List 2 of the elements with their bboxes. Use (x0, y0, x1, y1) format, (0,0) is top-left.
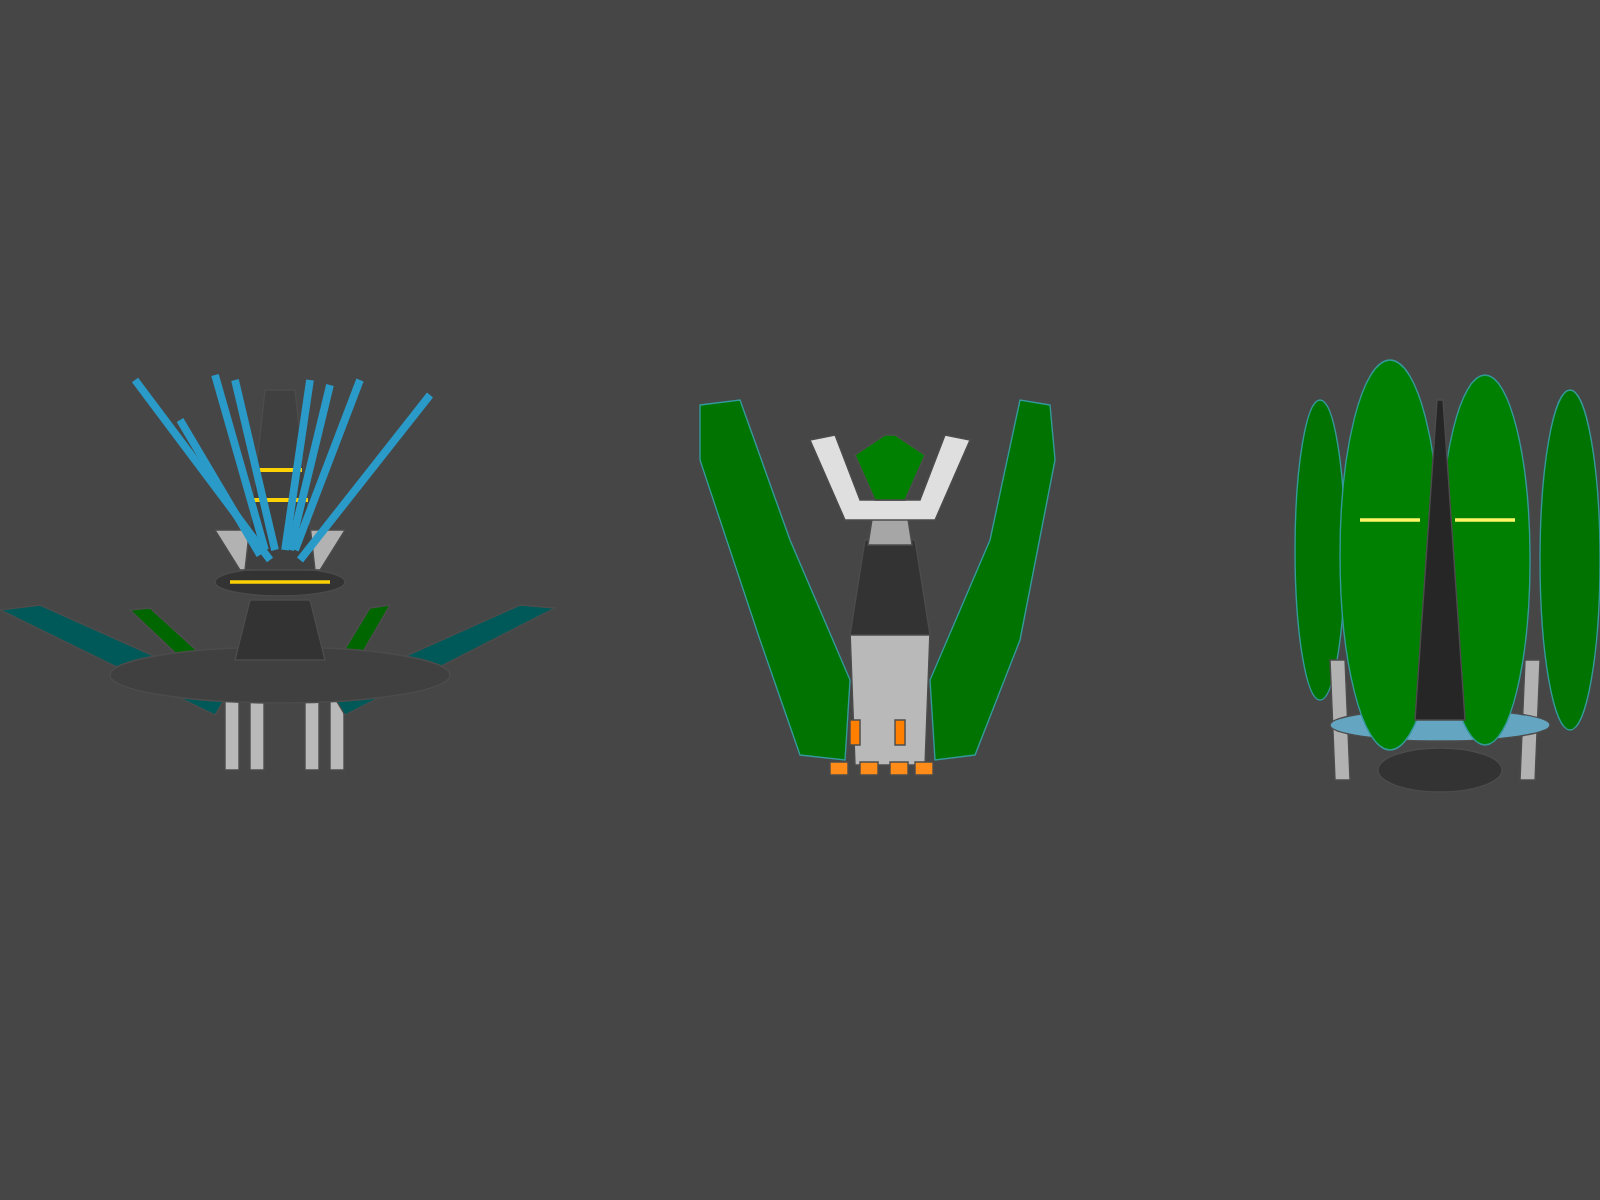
spacecraft-drawing (699, 399, 1056, 776)
spacecraft-drawing (1294, 359, 1600, 793)
